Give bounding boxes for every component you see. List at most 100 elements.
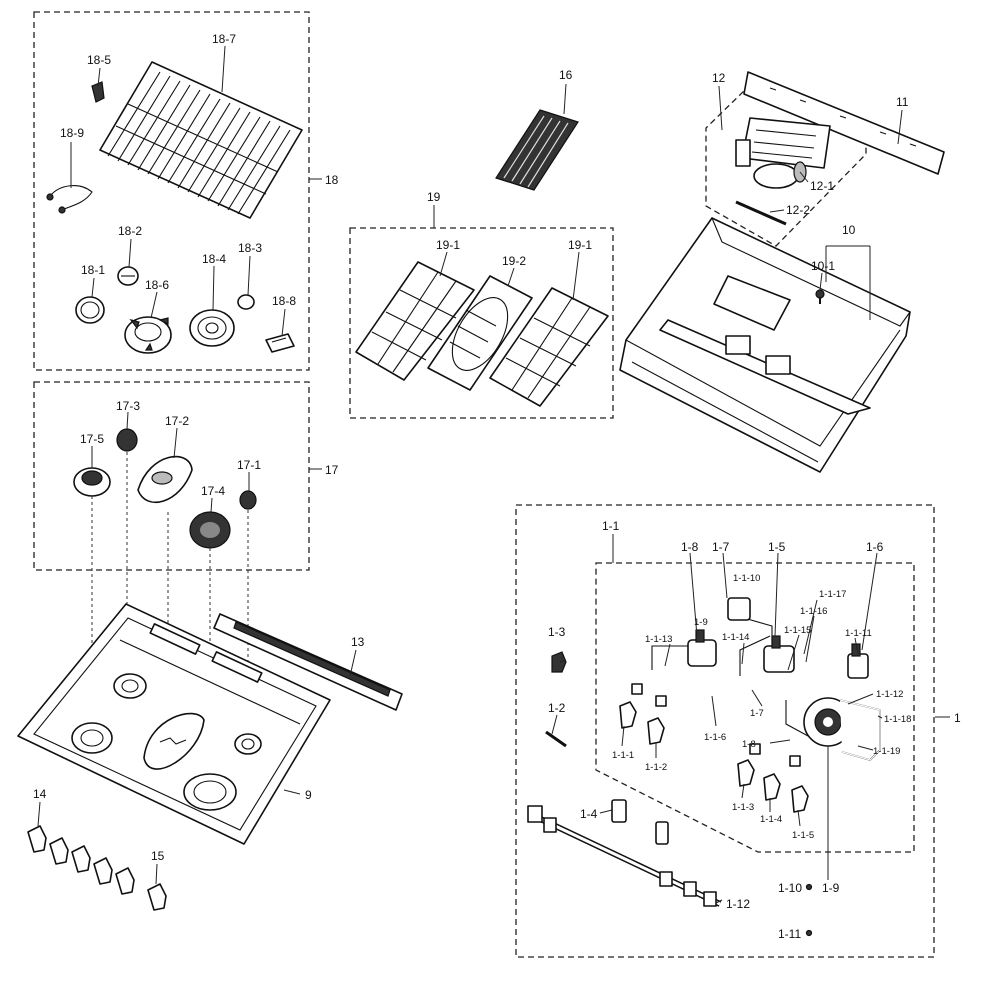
valve-bodies-lower [619,683,809,813]
knob-15 [147,883,167,911]
callout-1-1-18: 1-1-18 [884,714,911,725]
callout-18-7: 18-7 [212,32,236,46]
callout-1-1-13: 1-1-13 [645,634,672,645]
leader-14 [37,801,41,827]
burner-cap-18-2 [117,266,139,286]
callout-1-1-17: 1-1-17 [819,589,846,600]
callout-12-2: 12-2 [786,203,810,217]
callout-1-5: 1-5 [768,540,786,554]
motor-assembly-12-1 [735,117,831,189]
wire-harness [46,185,93,214]
group-box-1-1 [595,562,915,853]
burner-17-5 [73,467,111,497]
callout-1-1-2: 1-1-2 [645,762,667,773]
valve-1-1-10 [727,597,751,621]
callout-1-1-10: 1-1-10 [733,573,760,584]
callout-19-1-right: 19-1 [568,238,592,252]
rod-12-2 [735,200,787,226]
callout-1-1-12: 1-1-12 [876,689,903,700]
callout-1-1-16: 1-1-16 [800,606,827,617]
burner-head-18-6 [124,316,172,354]
brackets-1-4 [611,799,669,845]
burner-cap-18-3 [237,294,255,310]
cooktop-9 [17,603,331,845]
grate-19-1-left [355,261,475,381]
callout-1: 1 [954,711,961,725]
burner-17-4 [189,511,231,549]
callout-13: 13 [351,635,365,649]
leader-16 [563,83,567,115]
callout-1-1-3: 1-1-3 [732,802,754,813]
leader-15 [155,863,158,885]
callout-9: 9 [305,788,312,802]
group-box-12 [705,87,867,247]
callout-17-2: 17-2 [165,414,189,428]
callout-1-7-lower: 1-7 [750,708,764,719]
leaders-9-13 [283,649,357,795]
burner-17-1 [239,490,257,510]
leaders-19 [433,205,580,301]
callout-17-3: 17-3 [116,399,140,413]
callout-17-5: 17-5 [80,432,104,446]
chassis-10 [619,217,911,473]
callout-1-1-11: 1-1-11 [845,628,872,639]
callout-10-1: 10-1 [811,259,835,273]
leaders-17 [91,411,322,513]
oval-burner-17-2 [137,455,193,504]
callout-18-9: 18-9 [60,126,84,140]
callout-14: 14 [33,787,47,801]
callout-17-4: 17-4 [201,484,225,498]
group-box-18 [33,11,310,371]
burner-head-18-4 [189,309,235,347]
callout-1-2: 1-2 [548,701,566,715]
callout-1-8: 1-8 [681,540,699,554]
callout-1-7: 1-7 [712,540,730,554]
group-box-1 [515,504,935,958]
callout-18-8: 18-8 [272,294,296,308]
valve-1-6 [847,643,869,679]
screws-1-10-1-11 [805,883,813,937]
burner-cap-18-1 [75,296,105,324]
callout-1-9: 1-9 [822,881,840,895]
valve-1-5 [763,635,795,673]
callout-17: 17 [325,463,339,477]
leaders-11-12 [718,85,903,213]
callout-1-12: 1-12 [726,897,750,911]
plate-18-8 [265,333,295,353]
callout-12: 12 [712,71,726,85]
grate-19-2-center [427,275,533,391]
callout-18-1: 18-1 [81,263,105,277]
callout-1-3: 1-3 [548,625,566,639]
callout-10: 10 [842,223,856,237]
callout-18-2: 18-2 [118,224,142,238]
griddle-16 [495,109,579,191]
callout-1-4: 1-4 [580,807,598,821]
control-bracket-11 [743,71,945,175]
leaders-18 [70,45,322,337]
callout-1-11: 1-11 [778,927,801,941]
manifold-pipe-1-12 [527,805,722,907]
burner-17-3 [116,428,138,452]
group-box-17 [33,381,310,571]
callout-1-1-15: 1-1-15 [784,625,811,636]
callout-17-1: 17-1 [237,458,261,472]
callout-1-1-4: 1-1-4 [760,814,782,825]
leaders-1 [551,534,950,904]
callout-19-2: 19-2 [502,254,526,268]
callout-1-6: 1-6 [866,540,884,554]
callout-1-10: 1-10 [778,881,802,895]
leaders-10 [819,245,871,320]
callout-18: 18 [325,173,339,187]
callout-1-1-14: 1-1-14 [722,632,749,643]
callout-15: 15 [151,849,165,863]
knobs-14 [27,825,135,895]
callout-1-9-top: 1-9 [694,617,708,628]
callout-1-8-lower: 1-8 [742,739,756,750]
bracket-1-1-18 [839,699,881,761]
callout-19-1-left: 19-1 [436,238,460,252]
callout-18-6: 18-6 [145,278,169,292]
pin-1-2 [545,730,567,748]
valve-1-8 [687,629,717,667]
oven-rack [99,61,303,219]
